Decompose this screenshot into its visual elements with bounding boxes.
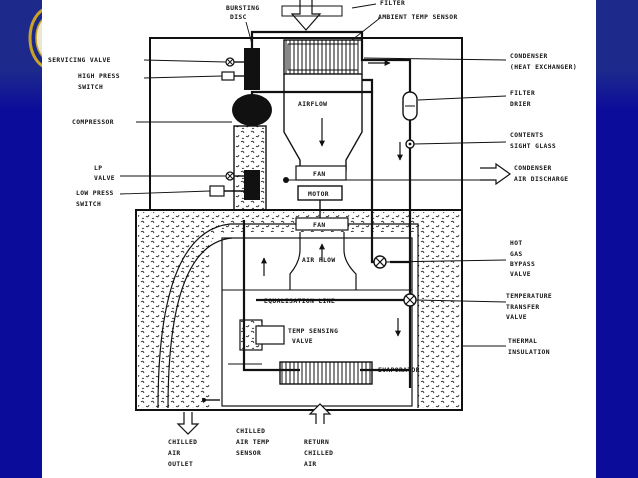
leader-lines (119, 3, 507, 347)
label-temp-sensing-valve-2: VALVE (292, 338, 313, 345)
label-bursting-disc-1: BURSTING (226, 5, 260, 12)
servicing-valve-icon (225, 57, 244, 67)
high-press-switch-icon (221, 71, 244, 81)
condenser-section (281, 0, 512, 218)
lp-valve-icon (225, 171, 244, 181)
hot-gas-bypass-valve-icon (373, 255, 387, 269)
label-high-press-switch-2: SWITCH (78, 84, 103, 91)
label-filter-drier-1: FILTER (510, 90, 535, 97)
label-chilled-air-temp-sensor-3: SENSOR (236, 450, 261, 457)
label-servicing-valve: SERVICING VALVE (48, 57, 111, 64)
label-temperature-transfer-valve-1: TEMPERATURE (506, 293, 552, 300)
label-high-press-switch-1: HIGH PRESS (78, 73, 120, 80)
chilled-air-outlet-arrow (176, 412, 200, 435)
label-fan-upper: FAN (313, 171, 326, 178)
cabinet-outline (135, 37, 463, 411)
outlet-duct (167, 237, 233, 409)
label-chilled-air-temp-sensor-2: AIR TEMP (236, 439, 270, 446)
label-contents-sight-glass-2: SIGHT GLASS (510, 143, 556, 150)
label-airflow-upper: AIRFLOW (298, 101, 327, 108)
label-condenser-2: (HEAT EXCHANGER) (510, 64, 577, 71)
label-filter-drier-2: DRIER (510, 101, 531, 108)
temperature-transfer-valve-icon (403, 293, 417, 307)
label-chilled-air-outlet-3: OUTLET (168, 461, 193, 468)
filter-drier-icon (402, 91, 418, 121)
label-low-press-switch-2: SWITCH (76, 201, 101, 208)
label-ambient-temp-sensor: AMBIENT TEMP SENSOR (378, 14, 458, 21)
label-return-chilled-air-1: RETURN (304, 439, 329, 446)
label-compressor: COMPRESSOR (72, 119, 114, 126)
label-temperature-transfer-valve-3: VALVE (506, 314, 527, 321)
label-hot-gas-bypass-valve-3: BYPASS (510, 261, 535, 268)
label-thermal-insulation-2: INSULATION (508, 349, 550, 356)
label-hot-gas-bypass-valve-1: HOT (510, 240, 523, 247)
label-equalisation-line: EQUALISATION LINE (264, 298, 335, 305)
label-thermal-insulation-1: THERMAL (508, 338, 537, 345)
label-chilled-air-outlet-1: CHILLED (168, 439, 197, 446)
label-fan-lower: FAN (313, 222, 326, 229)
label-condenser-air-discharge-1: CONDENSER (514, 165, 552, 172)
label-bursting-disc-2: DISC (230, 14, 247, 21)
compressor (232, 48, 272, 211)
label-hot-gas-bypass-valve-2: GAS (510, 251, 523, 258)
flow-arrows (261, 60, 403, 337)
label-hot-gas-bypass-valve-4: VALVE (510, 271, 531, 278)
temp-sensing-valve-icon (239, 319, 285, 351)
chilled-air-temp-sensor-icon (202, 398, 220, 402)
label-chilled-air-temp-sensor-1: CHILLED (236, 428, 265, 435)
label-filter: FILTER (380, 0, 405, 7)
return-chilled-air-arrow (308, 403, 332, 424)
label-low-press-switch-1: LOW PRESS (76, 190, 114, 197)
label-temperature-transfer-valve-2: TRANSFER (506, 304, 540, 311)
sight-glass-icon (405, 139, 415, 149)
label-motor: MOTOR (308, 191, 329, 198)
label-evaporator: EVAPORATOR (378, 367, 420, 374)
label-condenser-air-discharge-2: AIR DISCHARGE (514, 176, 568, 183)
label-return-chilled-air-3: AIR (304, 461, 317, 468)
label-chilled-air-outlet-2: AIR (168, 450, 181, 457)
label-lp-valve-1: LP (94, 165, 102, 172)
diagram-labels: BURSTING DISC FILTER AMBIENT TEMP SENSOR… (48, 0, 577, 468)
label-contents-sight-glass-1: CONTENTS (510, 132, 544, 139)
label-air-flow-lower: AIR FLOW (302, 257, 336, 264)
label-lp-valve-2: VALVE (94, 175, 115, 182)
label-return-chilled-air-2: CHILLED (304, 450, 333, 457)
label-temp-sensing-valve-1: TEMP SENSING (288, 328, 338, 335)
label-condenser-1: CONDENSER (510, 53, 548, 60)
evaporator-section (222, 217, 412, 385)
